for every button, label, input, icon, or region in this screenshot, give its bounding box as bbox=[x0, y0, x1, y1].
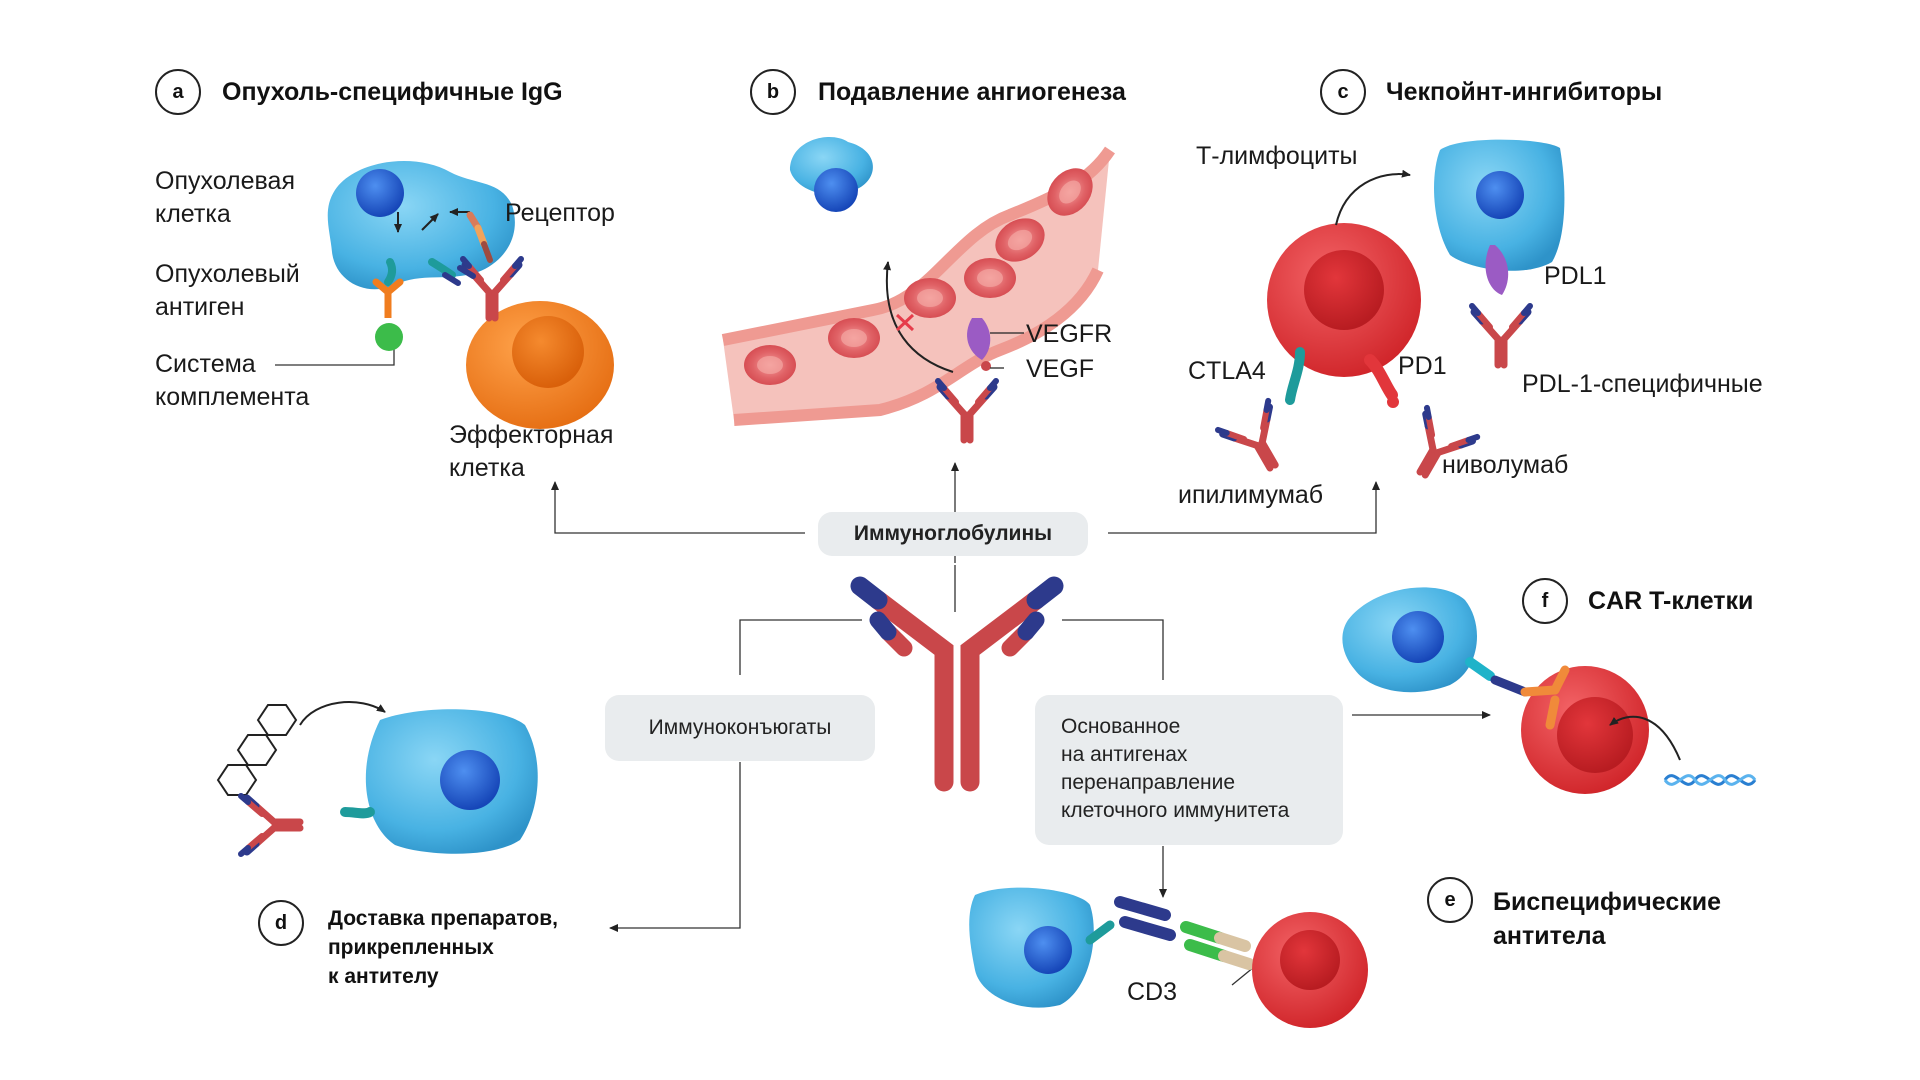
complement-label-line: Система bbox=[155, 350, 256, 378]
immunoglobulins-box-label: Иммуноглобулины bbox=[853, 522, 1053, 545]
panel-d-title: Доставка препаратов, прикрепленных к ант… bbox=[328, 904, 558, 991]
immunoglobulins-box: Иммуноглобулины bbox=[818, 512, 1088, 556]
central-antibody bbox=[850, 576, 1064, 792]
pdl1-label: PDL1 bbox=[1544, 262, 1607, 290]
panel-e-title-line: антитела bbox=[1493, 922, 1606, 950]
tumor-antigen-label-line: Опухолевый bbox=[155, 260, 300, 288]
panel-d-illustration bbox=[216, 701, 538, 854]
panel-b-illustration bbox=[721, 137, 1115, 440]
panel-e-badge: e bbox=[1427, 877, 1473, 923]
panel-d-badge: d bbox=[258, 900, 304, 946]
effector-cell-label-line: Эффекторная bbox=[449, 421, 614, 449]
ctla4-label: CTLA4 bbox=[1188, 357, 1266, 385]
panel-a-title: Опухоль-специфичные IgG bbox=[222, 78, 563, 106]
tumor-antigen-label: Опухолевый антиген bbox=[155, 258, 300, 324]
pdl1-specific-label: PDL-1-специфичные bbox=[1522, 370, 1763, 398]
panel-f-illustration bbox=[1342, 587, 1757, 794]
complement-label-line: комплемента bbox=[155, 383, 310, 411]
panel-b-title: Подавление ангиогенеза bbox=[818, 78, 1126, 106]
ipilimumab-label: ипилимумаб bbox=[1178, 481, 1324, 509]
immunoconjugates-box: Иммуноконъюгаты bbox=[605, 695, 875, 761]
panel-a-illustration bbox=[327, 160, 614, 429]
tumor-cell-label: Опухолевая клетка bbox=[155, 165, 295, 231]
receptor-label: Рецептор bbox=[505, 199, 615, 227]
panel-e-illustration bbox=[969, 887, 1368, 1028]
cd3-label: CD3 bbox=[1127, 978, 1178, 1006]
panel-f-title: CAR T-клетки bbox=[1588, 587, 1754, 615]
effector-cell-label-line: клетка bbox=[449, 454, 525, 482]
redirect-immunity-box-line: на антигенах bbox=[1061, 743, 1188, 766]
pd1-label: PD1 bbox=[1398, 352, 1447, 380]
complement-label: Система комплемента bbox=[155, 348, 309, 414]
panel-c-title: Чекпойнт-ингибиторы bbox=[1386, 78, 1663, 106]
immunoconjugates-box-label: Иммуноконъюгаты bbox=[648, 716, 832, 739]
panel-a-badge: a bbox=[155, 69, 201, 115]
panel-d-title-line: прикрепленных bbox=[328, 936, 494, 959]
t-lymphocytes-label: Т-лимфоциты bbox=[1196, 142, 1358, 170]
effector-cell-label: Эффекторная клетка bbox=[449, 419, 613, 485]
panel-e-title-line: Биспецифические bbox=[1493, 888, 1722, 916]
vegf-label: VEGF bbox=[1026, 355, 1095, 383]
panel-d-title-line: Доставка препаратов, bbox=[328, 907, 558, 930]
panel-d-title-line: к антителу bbox=[328, 965, 439, 988]
panel-e-title: Биспецифические антитела bbox=[1493, 885, 1721, 953]
redirect-immunity-box-line: клеточного иммунитета bbox=[1061, 799, 1290, 822]
vegfr-label: VEGFR bbox=[1026, 320, 1113, 348]
tumor-cell-label-line: клетка bbox=[155, 200, 231, 228]
redirect-immunity-box: Основанное на антигенах перенаправление … bbox=[1035, 695, 1343, 845]
panel-f-badge: f bbox=[1522, 578, 1568, 624]
redirect-immunity-box-line: перенаправление bbox=[1061, 771, 1236, 794]
panel-c-illustration bbox=[1218, 139, 1565, 488]
tumor-antigen-label-line: антиген bbox=[155, 293, 245, 321]
tumor-cell-label-line: Опухолевая bbox=[155, 167, 295, 195]
panel-b-badge: b bbox=[750, 69, 796, 115]
nivolumab-label: ниволумаб bbox=[1442, 451, 1569, 479]
redirect-immunity-box-line: Основанное bbox=[1061, 715, 1181, 738]
panel-c-badge: c bbox=[1320, 69, 1366, 115]
